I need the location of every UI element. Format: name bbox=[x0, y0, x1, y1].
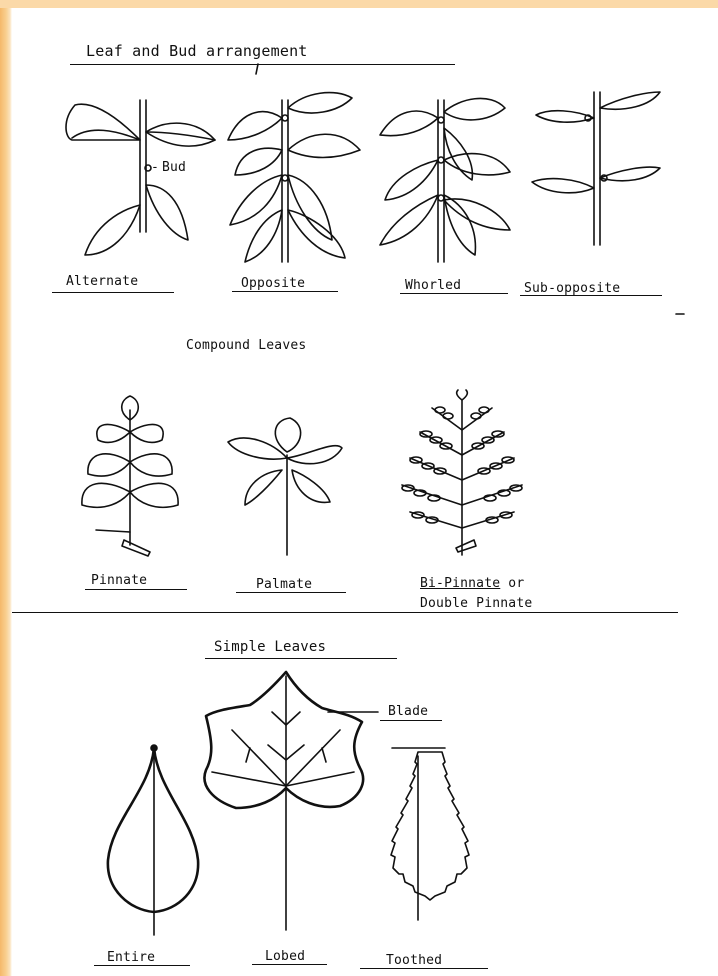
label-double-pinnate: Double Pinnate bbox=[420, 596, 532, 611]
label-palmate-underline bbox=[236, 592, 346, 593]
whorled-drawing bbox=[380, 98, 510, 262]
label-entire-underline bbox=[94, 965, 190, 966]
label-opposite: Opposite bbox=[241, 276, 305, 291]
label-pinnate-underline bbox=[85, 589, 187, 590]
compound-title: Compound Leaves bbox=[186, 338, 306, 353]
label-palmate: Palmate bbox=[256, 577, 312, 592]
alternate-drawing bbox=[66, 100, 215, 255]
simple-title-underline bbox=[205, 658, 397, 659]
label-alternate-underline bbox=[52, 292, 174, 293]
label-sub-opposite: Sub-opposite bbox=[524, 281, 620, 296]
label-lobed: Lobed bbox=[265, 949, 305, 964]
bud-label-dash: - bbox=[151, 160, 159, 175]
entire-leaf-drawing bbox=[108, 745, 198, 935]
label-toothed: Toothed bbox=[386, 953, 442, 968]
label-entire: Entire bbox=[107, 950, 155, 965]
label-alternate: Alternate bbox=[66, 274, 138, 289]
pinnate-drawing bbox=[82, 396, 178, 556]
label-lobed-underline bbox=[252, 964, 327, 965]
label-bipinnate-or: or bbox=[500, 576, 524, 591]
lobed-leaf-drawing bbox=[204, 672, 378, 930]
bud-label: Bud bbox=[162, 160, 186, 175]
palmate-drawing bbox=[228, 418, 342, 555]
opposite-drawing bbox=[228, 93, 360, 262]
simple-title: Simple Leaves bbox=[214, 639, 326, 655]
blade-label: Blade bbox=[388, 704, 428, 719]
label-bipinnate-text: Bi-Pinnate bbox=[420, 576, 500, 591]
label-opposite-underline bbox=[232, 291, 338, 292]
label-pinnate: Pinnate bbox=[91, 573, 147, 588]
label-whorled: Whorled bbox=[405, 278, 461, 293]
section-divider bbox=[12, 612, 678, 613]
bipinnate-drawing bbox=[402, 390, 522, 555]
toothed-leaf-drawing bbox=[391, 748, 469, 920]
label-toothed-underline bbox=[360, 968, 488, 969]
label-whorled-underline bbox=[400, 293, 508, 294]
blade-label-underline bbox=[380, 720, 442, 721]
label-bipinnate: Bi-Pinnate or bbox=[420, 576, 524, 591]
label-sub-opposite-underline bbox=[520, 295, 662, 296]
sub-opposite-drawing bbox=[532, 92, 660, 245]
